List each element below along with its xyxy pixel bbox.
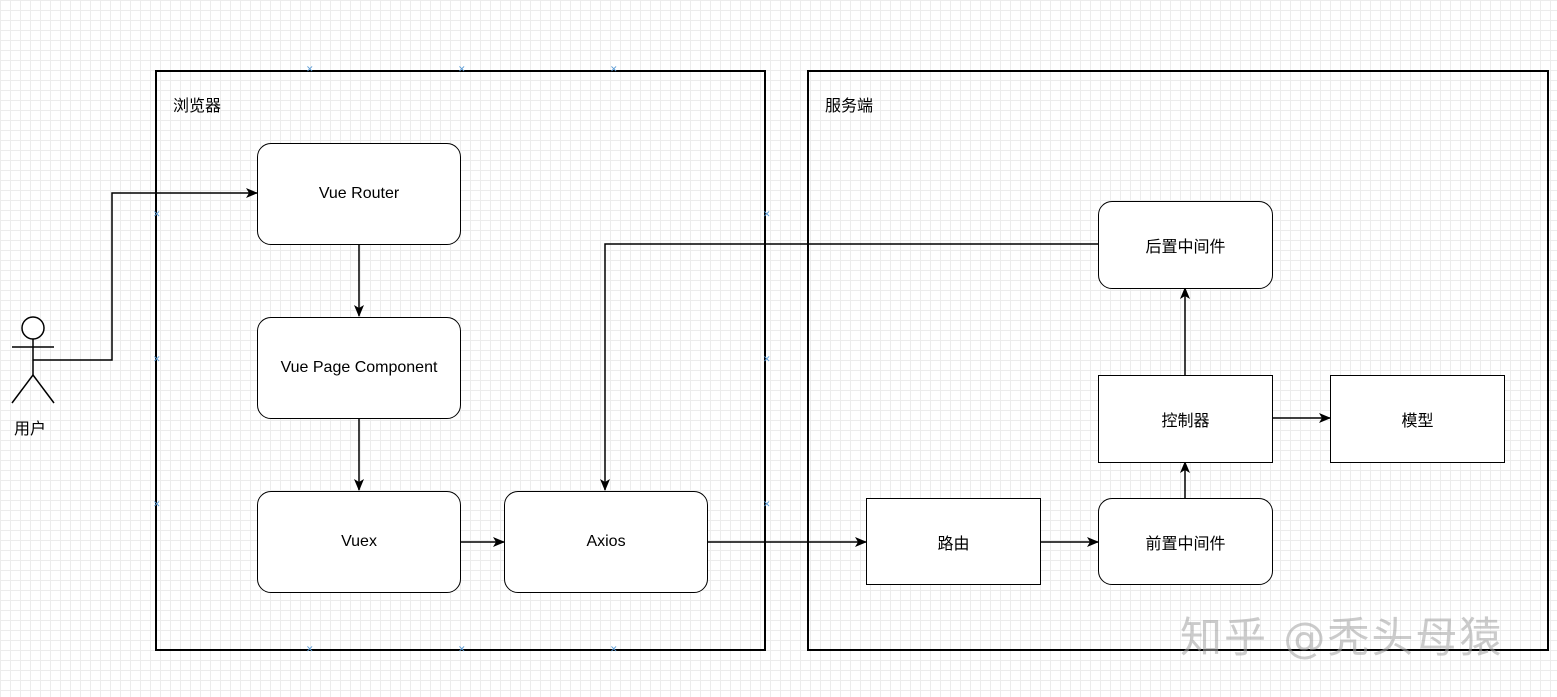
controller-node[interactable]: 控制器 [1098,375,1273,463]
selection-handle: ✕ [458,644,466,654]
server-container: 服务端 [807,70,1549,651]
selection-handle: ✕ [610,64,618,74]
browser-label: 浏览器 [173,98,222,115]
vue-page-component-node[interactable]: Vue Page Component [257,317,461,419]
selection-handle: ✕ [306,64,314,74]
selection-handle: ✕ [610,644,618,654]
selection-handle: ✕ [153,499,161,509]
routing-node[interactable]: 路由 [866,498,1041,585]
edge-post-to-axios [600,243,1098,491]
vuex-node[interactable]: Vuex [257,491,461,593]
edge-user-to-router [33,188,258,361]
browser-container: 浏览器 [155,70,766,651]
user-label: 用户 [14,421,47,438]
selection-handle: ✕ [306,644,314,654]
selection-handle: ✕ [763,209,771,219]
server-label: 服务端 [825,98,874,115]
model-node[interactable]: 模型 [1330,375,1505,463]
selection-handle: ✕ [763,354,771,364]
pre-middleware-node[interactable]: 前置中间件 [1098,498,1273,585]
post-middleware-node[interactable]: 后置中间件 [1098,201,1273,289]
user-actor-icon [11,316,55,404]
selection-handle: ✕ [153,209,161,219]
selection-handle: ✕ [458,64,466,74]
axios-node[interactable]: Axios [504,491,708,593]
selection-handle: ✕ [763,499,771,509]
watermark: 知乎 @秃头母猿 [1180,613,1504,662]
selection-handle: ✕ [153,354,161,364]
vue-router-node[interactable]: Vue Router [257,143,461,245]
